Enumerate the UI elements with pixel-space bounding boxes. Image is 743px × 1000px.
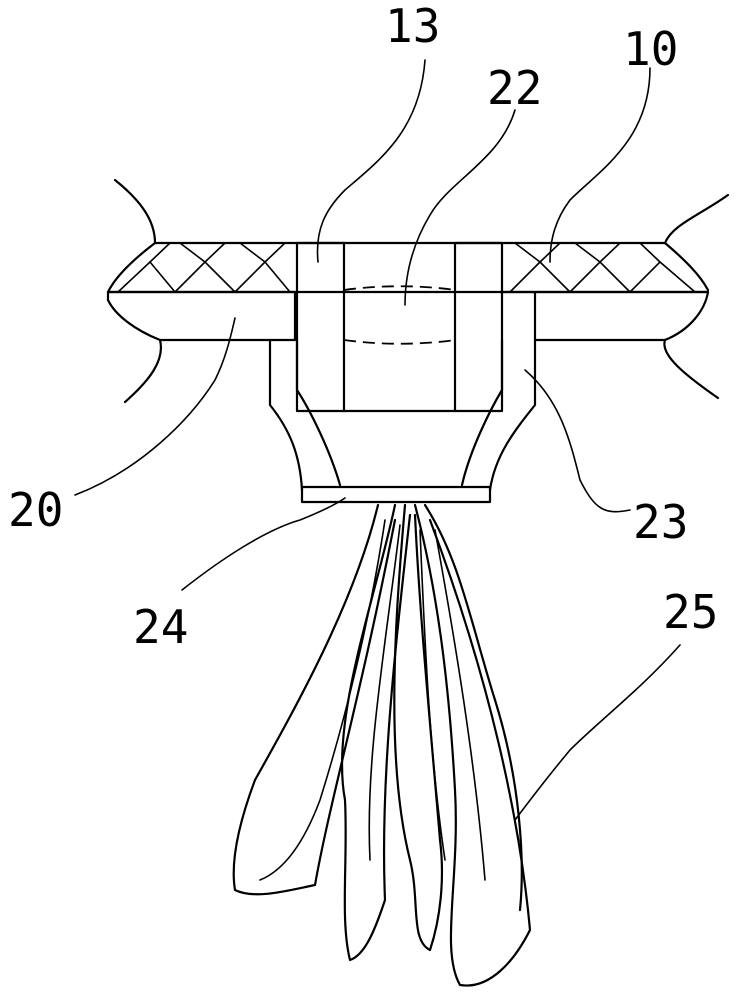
label-22: 22 (487, 61, 542, 115)
layer-20 (108, 292, 708, 340)
component-22 (344, 286, 455, 344)
label-24: 24 (133, 600, 188, 654)
label-10: 10 (623, 22, 678, 76)
component-24 (302, 487, 490, 502)
label-20: 20 (8, 483, 63, 537)
component-23 (270, 340, 535, 490)
layer-10 (108, 243, 708, 292)
component-25 (234, 505, 530, 986)
label-13: 13 (385, 0, 440, 53)
component-13 (297, 243, 502, 411)
label-25: 25 (663, 585, 718, 639)
label-23: 23 (633, 495, 688, 549)
